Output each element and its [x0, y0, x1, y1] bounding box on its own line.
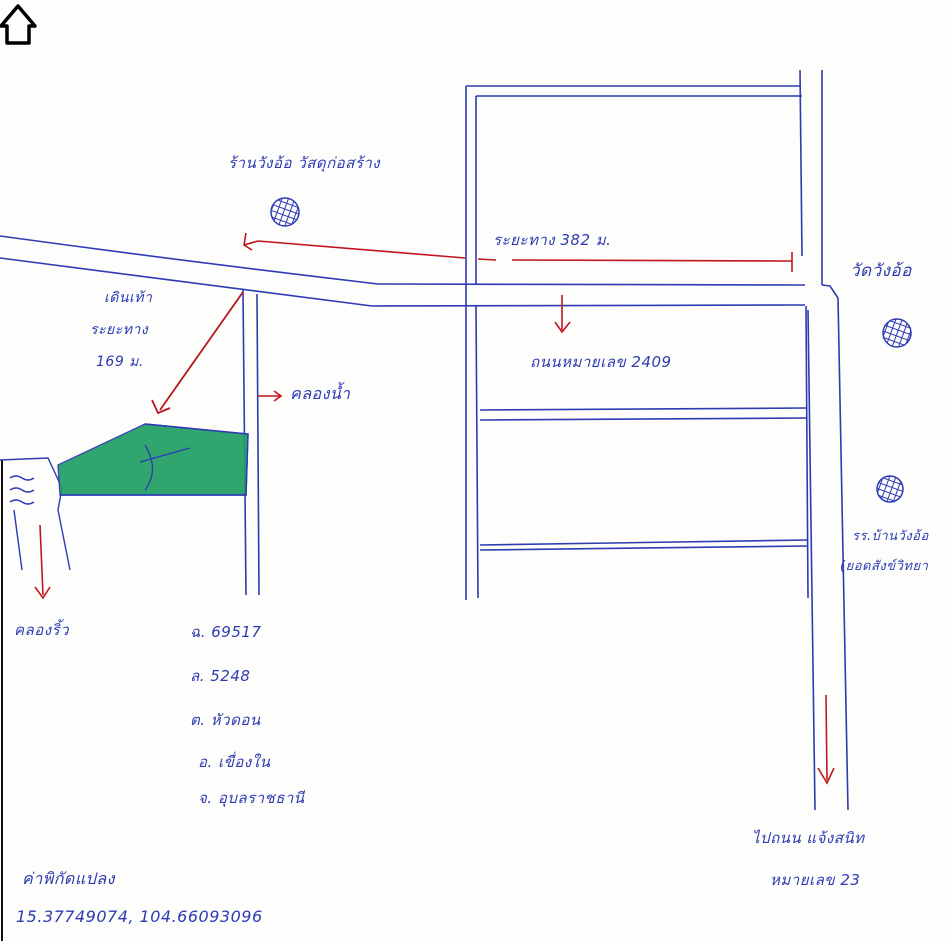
deed-line-1: ฉ. 69517	[190, 623, 262, 641]
main-road-arrow	[817, 694, 835, 785]
road-name-arrow	[554, 295, 571, 334]
walk-label-line2: ระยะทาง	[90, 322, 149, 338]
canal-arrow	[258, 390, 283, 402]
diagonal-road	[0, 235, 806, 307]
to-road-label-line1: ไปถนน แจ้งสนิท	[752, 829, 865, 847]
walk-label-line1: เดินเท้า	[104, 290, 153, 306]
coords-value: 15.37749074, 104.66093096	[16, 907, 263, 926]
shop-landmark-icon	[270, 197, 300, 227]
distance-label: ระยะทาง 382 ม.	[493, 231, 612, 249]
khlong-riw-arrow	[34, 524, 51, 600]
school-label-line1: รร.บ้านวังอ้อ	[852, 529, 929, 544]
to-road-label-line2: หมายเลข 23	[770, 871, 861, 889]
deed-line-2: ล. 5248	[190, 667, 251, 685]
north-arrow-icon	[0, 4, 37, 45]
deed-line-4: อ. เขื่องใน	[198, 753, 271, 771]
land-plot	[57, 423, 249, 496]
deed-line-5: จ. อุบลราชธานี	[198, 789, 305, 807]
temple-landmark-icon	[882, 318, 912, 348]
walk-label-line3: 169 ม.	[96, 354, 144, 370]
walk-arrow	[151, 291, 244, 415]
village-block	[465, 69, 809, 600]
shop-label: ร้านวังอ้อ วัสดุก่อสร้าง	[228, 154, 381, 172]
coords-title: ค่าพิกัดแปลง	[22, 869, 115, 888]
road-name-label: ถนนหมายเลข 2409	[530, 353, 672, 371]
distance-arrow	[243, 232, 793, 272]
school-label-line2: (ยอดสังข์วิทยา	[840, 559, 929, 574]
main-road	[807, 70, 849, 811]
temple-label: วัดวังอ้อ	[850, 261, 912, 281]
school-landmark-icon	[876, 475, 904, 503]
khlong-riw-label: คลองริ้ว	[14, 621, 70, 639]
deed-line-3: ต. หัวดอน	[190, 711, 261, 729]
canal-label: คลองน้ำ	[290, 384, 351, 403]
